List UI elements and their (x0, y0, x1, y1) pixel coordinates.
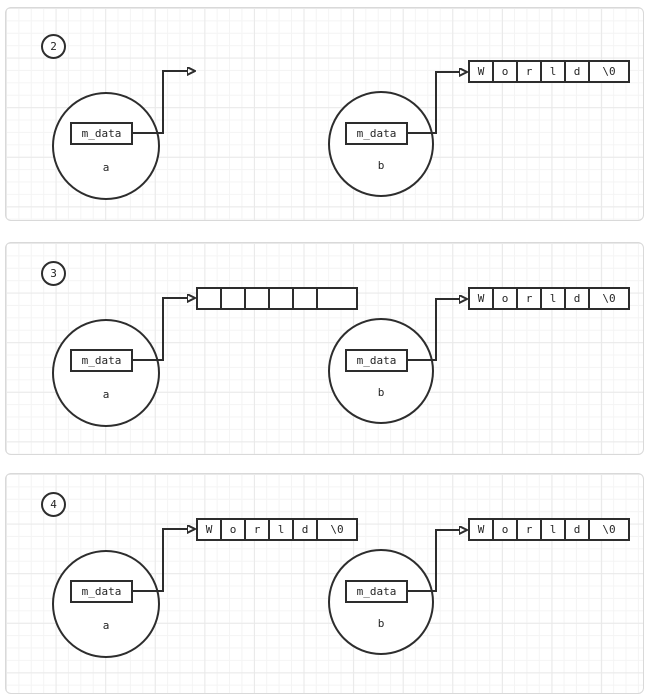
diagram-panel-step-3: 3 m_data a m_data b W o r l d \0 (5, 242, 644, 455)
char-cell: o (222, 520, 246, 539)
char-cell: d (566, 289, 590, 308)
char-array-b: W o r l d \0 (468, 60, 630, 83)
char-cell: l (542, 520, 566, 539)
pointer-arrows-layer (133, 243, 644, 361)
char-cell-terminator: \0 (602, 65, 616, 78)
pointer-arrow-b (408, 530, 459, 592)
char-cell: d (294, 520, 318, 539)
char-cell: W (470, 62, 494, 81)
object-label-b: b (377, 159, 385, 172)
char-cell: r (518, 289, 542, 308)
char-array-b: W o r l d \0 (468, 518, 630, 541)
char-cell: W (470, 520, 494, 539)
m-data-field-a: m_data (70, 349, 133, 372)
object-label-a: a (102, 161, 110, 174)
string-object-a-circle (52, 319, 160, 427)
char-cell (270, 289, 294, 308)
string-object-a-circle (52, 550, 160, 658)
char-cell: l (270, 520, 294, 539)
char-cell-terminator: \0 (602, 292, 616, 305)
step-badge: 2 (41, 34, 66, 59)
panel-canvas: 3 m_data a m_data b W o r l d \0 (6, 243, 643, 454)
char-cell: r (518, 520, 542, 539)
char-cell: W (470, 289, 494, 308)
char-cell: o (494, 62, 518, 81)
char-cell (222, 289, 246, 308)
step-badge: 3 (41, 261, 66, 286)
char-cell (198, 289, 222, 308)
char-array-a-empty (196, 287, 358, 310)
char-cell-terminator: \0 (330, 523, 344, 536)
m-data-field-a: m_data (70, 580, 133, 603)
object-label-a: a (102, 388, 110, 401)
char-cell: d (566, 62, 590, 81)
string-object-a-circle (52, 92, 160, 200)
object-label-a: a (102, 619, 110, 632)
m-data-field-b: m_data (345, 122, 408, 145)
pointer-arrow-b (408, 72, 459, 134)
char-cell (318, 289, 356, 308)
object-label-b: b (377, 617, 385, 630)
step-badge: 4 (41, 492, 66, 517)
char-cell: W (198, 520, 222, 539)
panel-canvas: 4 m_data a m_data b W o r l d \0 W o r l… (6, 474, 643, 693)
panel-canvas: 2 m_data a m_data b W o r l d \0 (6, 16, 643, 220)
object-label-b: b (377, 386, 385, 399)
char-cell: r (518, 62, 542, 81)
m-data-field-a: m_data (70, 122, 133, 145)
m-data-field-b: m_data (345, 580, 408, 603)
char-cell: r (246, 520, 270, 539)
dangling-pointer-arrow-a (133, 71, 187, 134)
char-array-a: W o r l d \0 (196, 518, 358, 541)
char-cell: l (542, 62, 566, 81)
char-cell: l (542, 289, 566, 308)
pointer-arrow-a (133, 298, 187, 361)
pointer-arrows-layer (133, 474, 644, 592)
m-data-field-b: m_data (345, 349, 408, 372)
pointer-arrows-layer (133, 16, 644, 134)
char-cell (294, 289, 318, 308)
char-array-b: W o r l d \0 (468, 287, 630, 310)
char-cell-terminator: \0 (602, 523, 616, 536)
char-cell: d (566, 520, 590, 539)
char-cell: o (494, 289, 518, 308)
char-cell: o (494, 520, 518, 539)
pointer-arrow-a (133, 529, 187, 592)
diagram-panel-step-4: 4 m_data a m_data b W o r l d \0 W o r l… (5, 473, 644, 694)
char-cell (246, 289, 270, 308)
diagram-panel-step-2: 2 m_data a m_data b W o r l d \0 (5, 7, 644, 221)
pointer-arrow-b (408, 299, 459, 361)
